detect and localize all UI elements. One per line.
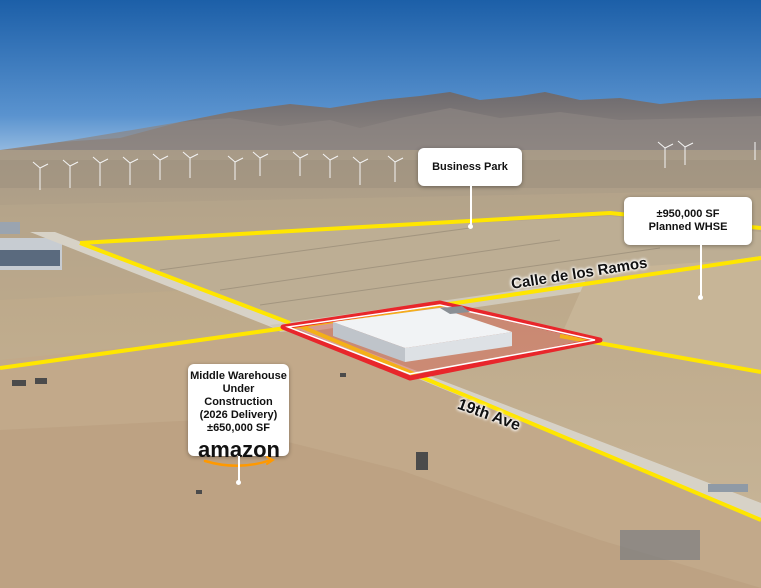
planned-whse-size: ±950,000 SF bbox=[656, 208, 720, 220]
business-park-label: Business Park bbox=[432, 160, 508, 173]
planned-whse-pointer-icon bbox=[698, 245, 703, 300]
middle-warehouse-pointer-icon bbox=[236, 456, 241, 485]
equipment bbox=[12, 373, 748, 560]
middle-warehouse-delivery: (2026 Delivery) bbox=[199, 409, 278, 421]
business-park-callout: Business Park bbox=[418, 148, 522, 186]
middle-warehouse-callout: Middle Warehouse Under Construction (202… bbox=[188, 364, 289, 467]
business-park-area bbox=[80, 216, 761, 322]
wind-turbines bbox=[32, 140, 756, 190]
middle-warehouse-status: Under Construction bbox=[204, 383, 273, 408]
warehouse-building bbox=[333, 308, 512, 348]
middle-warehouse-title: Middle Warehouse bbox=[190, 370, 287, 382]
planned-whse-callout: ±950,000 SF Planned WHSE bbox=[624, 197, 752, 245]
middle-warehouse-size: ±650,000 SF bbox=[207, 422, 270, 434]
business-park-pointer-icon bbox=[468, 186, 473, 229]
planned-whse-label: Planned WHSE bbox=[648, 221, 728, 233]
amazon-logo-text: amazon bbox=[198, 439, 280, 462]
amazon-logo-icon: amazon bbox=[198, 439, 280, 467]
